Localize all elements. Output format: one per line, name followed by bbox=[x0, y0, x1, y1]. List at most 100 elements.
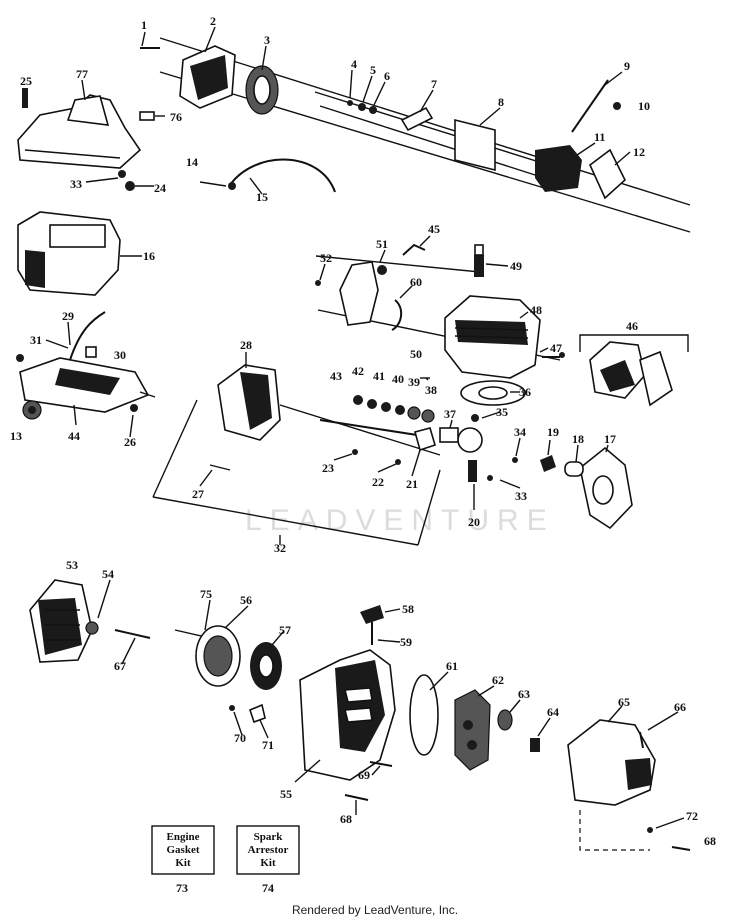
part-label-47: 47 bbox=[550, 341, 562, 355]
part-label-9: 9 bbox=[624, 59, 630, 73]
part-label-48: 48 bbox=[530, 303, 542, 317]
part-label-1: 1 bbox=[141, 18, 147, 32]
boom-assembly-drawing bbox=[140, 37, 691, 233]
part-label-26: 26 bbox=[124, 435, 136, 449]
part-label-58: 58 bbox=[402, 602, 414, 616]
spark-arrestor-kit-box: Spark Arrestor Kit bbox=[236, 825, 300, 875]
part-label-73: 73 bbox=[176, 881, 188, 895]
gasket-drawing bbox=[487, 446, 633, 530]
part-label-74: 74 bbox=[262, 881, 274, 895]
part-label-6: 6 bbox=[384, 69, 390, 83]
watermark-text: LEADVENTURE bbox=[245, 504, 555, 537]
part-label-23: 23 bbox=[322, 461, 334, 475]
part-label-8: 8 bbox=[498, 95, 504, 109]
part-label-49: 49 bbox=[510, 259, 522, 273]
part-label-45: 45 bbox=[428, 222, 440, 236]
part-label-43: 43 bbox=[330, 369, 342, 383]
starter-parts-drawing bbox=[409, 674, 540, 771]
part-labels: 1 2 3 4 5 6 7 8 9 10 11 12 13 14 15 16 1… bbox=[10, 14, 716, 895]
part-label-32: 32 bbox=[274, 541, 286, 555]
part-label-66: 66 bbox=[674, 700, 686, 714]
part-label-5: 5 bbox=[370, 63, 376, 77]
part-16-drawing bbox=[17, 211, 121, 296]
part-label-68-right: 68 bbox=[704, 834, 716, 848]
part-label-62: 62 bbox=[492, 673, 504, 687]
part-label-19: 19 bbox=[547, 425, 559, 439]
part-label-29: 29 bbox=[62, 309, 74, 323]
part-label-2: 2 bbox=[210, 14, 216, 28]
part-label-22: 22 bbox=[372, 475, 384, 489]
muffler-drawing bbox=[542, 334, 689, 407]
flywheel-drawing bbox=[29, 579, 151, 663]
part-label-67: 67 bbox=[114, 659, 126, 673]
part-label-56: 56 bbox=[240, 593, 252, 607]
part-label-15: 15 bbox=[256, 190, 268, 204]
part-label-46: 46 bbox=[626, 319, 638, 333]
part-label-60: 60 bbox=[410, 275, 422, 289]
part-label-3: 3 bbox=[264, 33, 270, 47]
part-label-70: 70 bbox=[234, 731, 246, 745]
throttle-cable-drawing bbox=[199, 158, 336, 193]
part-label-33-lower: 33 bbox=[515, 489, 527, 503]
part-label-65: 65 bbox=[618, 695, 630, 709]
part-label-54: 54 bbox=[102, 567, 114, 581]
part-label-37: 37 bbox=[444, 407, 456, 421]
part-label-4: 4 bbox=[351, 57, 357, 71]
part-label-77: 77 bbox=[76, 67, 88, 81]
part-label-68-lower-left: 68 bbox=[340, 812, 352, 826]
part-label-50: 50 bbox=[410, 347, 422, 361]
engine-cover-drawing bbox=[567, 719, 691, 851]
part-label-51: 51 bbox=[376, 237, 388, 251]
part-label-55: 55 bbox=[280, 787, 292, 801]
part-label-35: 35 bbox=[496, 405, 508, 419]
handle-assembly-drawing bbox=[16, 311, 156, 420]
spark-arrestor-kit-line2: Arrestor bbox=[248, 844, 289, 856]
part-label-7: 7 bbox=[431, 77, 437, 91]
part-label-17: 17 bbox=[604, 432, 616, 446]
part-label-57: 57 bbox=[279, 623, 291, 637]
part-label-33-upper: 33 bbox=[70, 177, 82, 191]
part-label-53: 53 bbox=[66, 558, 78, 572]
part-label-13: 13 bbox=[10, 429, 22, 443]
part-label-27: 27 bbox=[192, 487, 204, 501]
part-label-18: 18 bbox=[572, 432, 584, 446]
part-label-24: 24 bbox=[154, 181, 166, 195]
recoil-housing-drawing bbox=[299, 605, 396, 801]
part-label-52: 52 bbox=[320, 251, 332, 265]
part-label-38: 38 bbox=[425, 383, 437, 397]
engine-gasket-kit-box: Engine Gasket Kit bbox=[151, 825, 215, 875]
spark-arrestor-kit-line1: Spark bbox=[254, 831, 284, 843]
part-label-25: 25 bbox=[20, 74, 32, 88]
part-label-76: 76 bbox=[170, 110, 182, 124]
part-label-39: 39 bbox=[408, 375, 420, 389]
engine-gasket-kit-line3: Kit bbox=[175, 857, 191, 869]
footer-credit: Rendered by LeadVenture, Inc. bbox=[291, 903, 459, 917]
part-label-59: 59 bbox=[400, 635, 412, 649]
part-label-31: 31 bbox=[30, 333, 42, 347]
cylinder-drawing bbox=[315, 243, 561, 482]
part-label-40: 40 bbox=[392, 372, 404, 386]
engine-gasket-kit-line1: Engine bbox=[166, 831, 199, 843]
part-label-71: 71 bbox=[262, 738, 274, 752]
part-label-63: 63 bbox=[518, 687, 530, 701]
engine-gasket-kit-line2: Gasket bbox=[167, 844, 200, 856]
part-label-72: 72 bbox=[686, 809, 698, 823]
upper-housing-drawing bbox=[17, 88, 155, 191]
crankcase-drawing bbox=[152, 364, 441, 546]
clutch-drawing bbox=[174, 625, 282, 724]
part-label-16: 16 bbox=[143, 249, 155, 263]
part-label-20: 20 bbox=[468, 515, 480, 529]
part-label-12: 12 bbox=[633, 145, 645, 159]
part-label-21: 21 bbox=[406, 477, 418, 491]
leader-lines bbox=[45, 26, 685, 829]
part-label-64: 64 bbox=[547, 705, 559, 719]
part-label-69: 69 bbox=[358, 768, 370, 782]
part-label-36: 36 bbox=[519, 385, 531, 399]
part-label-44: 44 bbox=[68, 429, 80, 443]
spark-arrestor-kit-line3: Kit bbox=[260, 857, 276, 869]
part-label-42: 42 bbox=[352, 364, 364, 378]
part-label-75: 75 bbox=[200, 587, 212, 601]
part-label-30: 30 bbox=[114, 348, 126, 362]
part-label-14: 14 bbox=[186, 155, 198, 169]
